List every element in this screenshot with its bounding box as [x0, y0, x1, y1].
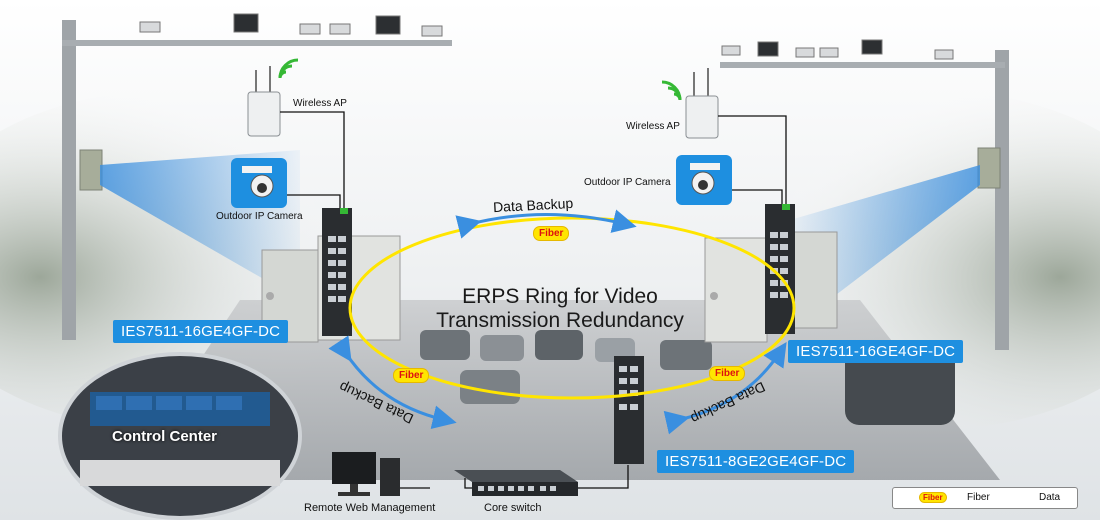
wireless-ap-right-label: Wireless AP	[626, 121, 680, 132]
core-switch-label: Core switch	[484, 502, 542, 514]
switch-right-icon	[765, 204, 795, 334]
pole-right	[720, 50, 1009, 350]
backup-arrow-right	[663, 341, 787, 435]
floodlight-icon	[861, 39, 883, 55]
wireless-ap-left-label: Wireless AP	[293, 98, 347, 109]
control-center-label: Control Center	[112, 428, 217, 445]
switch-left-icon	[322, 208, 352, 336]
fiber-tag-top: Fiber	[533, 226, 570, 241]
floodlight-icon	[375, 15, 401, 35]
ip-camera-right-label: Outdoor IP Camera	[584, 177, 671, 188]
backup-arrow-left	[328, 335, 457, 429]
fiber-tag-left: Fiber	[393, 368, 430, 383]
legend-fiber-label: Fiber	[967, 492, 990, 503]
wireless-ap-right-icon	[685, 68, 719, 139]
switch-bottom-icon	[614, 356, 644, 464]
model-badge-left: IES7511-16GE4GF-DC	[113, 320, 289, 343]
wifi-signal-left-icon	[278, 58, 299, 79]
pole-camera-icon	[299, 23, 321, 35]
pole-camera-icon	[721, 45, 741, 56]
ip-camera-left-icon	[231, 158, 287, 208]
legend: Fiber Fiber Data	[892, 487, 1078, 509]
core-switch-icon	[454, 470, 578, 496]
ip-camera-right-icon	[676, 155, 732, 205]
floodlight-icon	[233, 13, 259, 33]
cabinet-right	[704, 231, 838, 343]
floodlight-icon	[757, 41, 779, 57]
legend-fiber-tag: Fiber	[919, 492, 947, 503]
model-badge-bottom: IES7511-8GE2GE4GF-DC	[657, 450, 855, 473]
remote-pc-icon	[332, 452, 400, 496]
ring-title: ERPS Ring for Video Transmission Redunda…	[395, 285, 725, 333]
ip-camera-left-label: Outdoor IP Camera	[216, 211, 303, 222]
control-center-photo	[58, 352, 302, 520]
pole-camera-icon	[819, 47, 839, 58]
ring-title-line-2: Transmission Redundancy	[436, 309, 684, 332]
traffic-cars	[420, 330, 955, 425]
pole-camera-icon	[139, 21, 161, 33]
backup-arrow-top	[455, 209, 637, 239]
pole-camera-icon	[934, 49, 954, 60]
fiber-tag-right: Fiber	[709, 366, 746, 381]
pole-camera-icon	[795, 47, 815, 58]
wifi-signal-right-icon	[661, 80, 682, 101]
wireless-ap-left-icon	[247, 66, 281, 137]
legend-data-label: Data	[1039, 492, 1061, 503]
ring-title-line-1: ERPS Ring for Video	[462, 285, 658, 308]
remote-web-management-label: Remote Web Management	[304, 502, 436, 514]
pole-camera-icon	[421, 25, 443, 37]
pole-camera-icon	[329, 23, 351, 35]
model-badge-right: IES7511-16GE4GF-DC	[788, 340, 964, 363]
pole-left	[62, 20, 452, 340]
